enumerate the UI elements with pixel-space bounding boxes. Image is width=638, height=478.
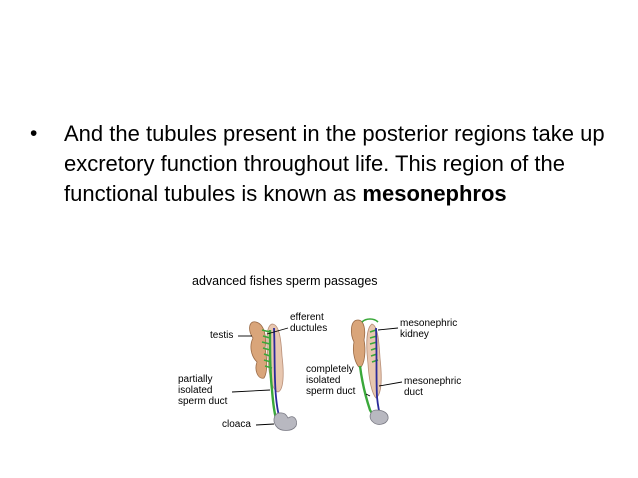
label-mesonephric-duct-line1: mesonephric <box>404 376 462 387</box>
right-cloaca <box>369 409 389 425</box>
left-sperm-duct <box>268 329 278 419</box>
label-mesonephric-kidney: mesonephric kidney <box>400 318 457 340</box>
label-testis: testis <box>210 330 234 341</box>
label-partially-line1: partially <box>178 374 213 385</box>
label-mesonephric-kidney-line1: mesonephric <box>400 318 458 329</box>
left-cloaca <box>273 412 297 431</box>
label-partially-line3: sperm duct <box>178 396 228 407</box>
figure-title: advanced fishes sperm passages <box>192 274 378 288</box>
figure-drawing <box>231 318 403 431</box>
bullet-text: And the tubules present in the posterior… <box>64 119 624 209</box>
label-mesonephric-duct: mesonephric duct <box>404 376 461 398</box>
label-partially-line2: isolated <box>178 385 213 396</box>
label-completely-line2: isolated <box>306 375 341 386</box>
label-mesonephric-duct-line2: duct <box>404 387 423 398</box>
label-efferent-ductules: efferent ductules <box>290 312 327 334</box>
sperm-passages-figure: advanced fishes sperm passages testis ef… <box>170 272 470 442</box>
label-efferent-line2: ductules <box>290 323 328 334</box>
right-specimen <box>350 318 403 425</box>
label-partially-isolated-sperm-duct: partially isolated sperm duct <box>178 374 227 407</box>
bullet-symbol: • <box>30 122 38 145</box>
label-completely-isolated-sperm-duct: completely isolated sperm duct <box>306 364 355 397</box>
right-testis <box>350 319 366 369</box>
label-completely-line3: sperm duct <box>306 386 356 397</box>
label-cloaca: cloaca <box>222 419 251 430</box>
label-completely-line1: completely <box>306 364 354 375</box>
label-efferent-line1: efferent <box>290 312 324 323</box>
bullet-text-plain: And the tubules present in the posterior… <box>64 121 605 206</box>
label-mesonephric-kidney-line2: kidney <box>400 329 429 340</box>
bullet-text-bold: mesonephros <box>362 181 507 206</box>
left-specimen <box>231 321 297 431</box>
